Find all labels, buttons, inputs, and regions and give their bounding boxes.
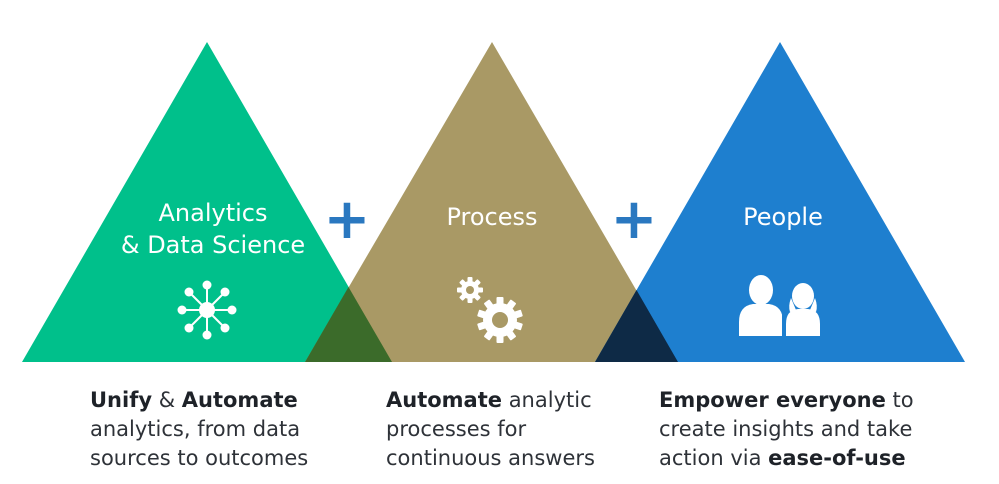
- gears-icon: [457, 277, 523, 343]
- process-label: Process: [446, 203, 537, 231]
- process-caption-line-1: Automate analytic: [386, 388, 592, 412]
- analytics-caption: Unify & Automate analytics, from data so…: [90, 386, 308, 473]
- people-caption: Empower everyone to create insights and …: [659, 386, 914, 473]
- plus-sign: +: [324, 187, 371, 252]
- process-triangle: [305, 42, 678, 362]
- analytics-caption-line-2: analytics, from data: [90, 417, 301, 441]
- analytics-label-line-1: Analytics: [159, 199, 268, 227]
- process-caption-line-3: continuous answers: [386, 446, 595, 470]
- analytics-label-line-2: & Data Science: [121, 231, 305, 259]
- people-caption-line-1: Empower everyone to: [659, 388, 914, 412]
- three-pillars-diagram: Analytics & Data Science Process People …: [22, 42, 965, 362]
- analytics-triangle: [22, 42, 392, 362]
- people-icon: [739, 275, 820, 336]
- people-label: People: [743, 203, 823, 231]
- process-caption-line-2: processes for: [386, 417, 527, 441]
- process-caption: Automate analytic processes for continuo…: [386, 386, 595, 473]
- process-people-overlap: [595, 290, 678, 362]
- plus-sign: +: [611, 187, 658, 252]
- analytics-caption-line-1: Unify & Automate: [90, 388, 298, 412]
- network-hub-icon: [177, 280, 237, 340]
- people-caption-line-3: action via ease-of-use: [659, 446, 906, 470]
- analytics-caption-line-3: sources to outcomes: [90, 446, 309, 470]
- people-triangle: [595, 42, 965, 362]
- people-caption-line-2: create insights and take: [659, 417, 913, 441]
- analytics-process-overlap: [305, 287, 392, 362]
